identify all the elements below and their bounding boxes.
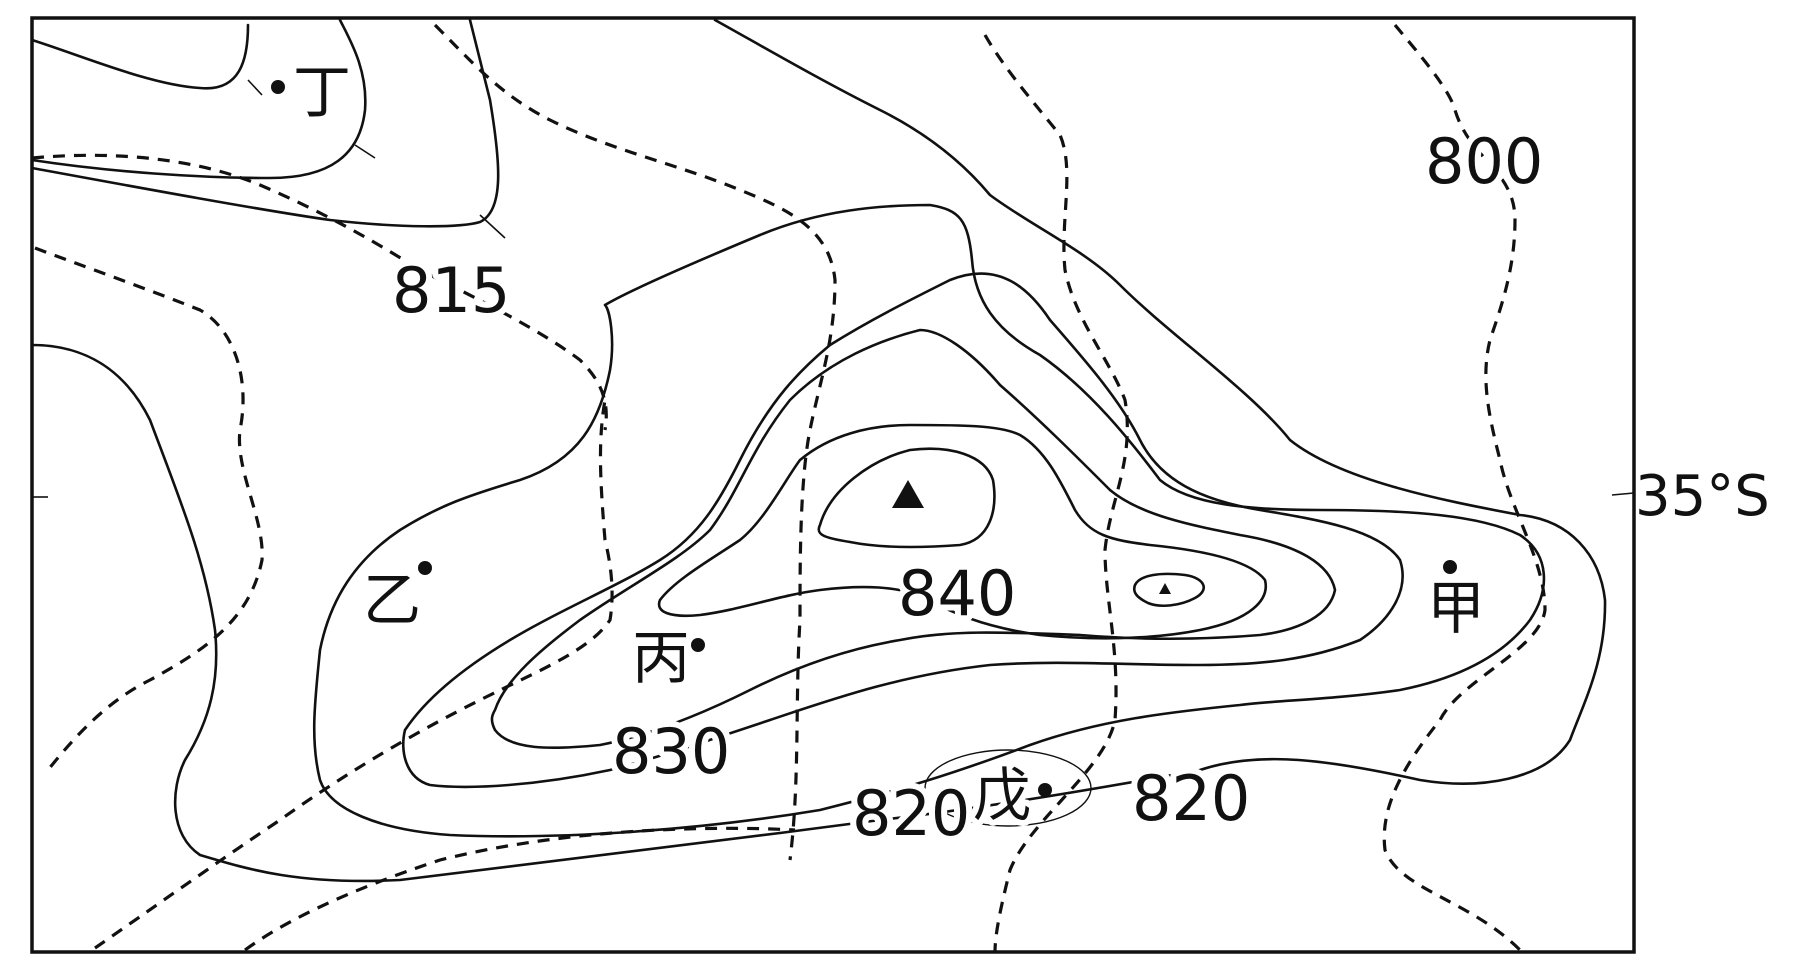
- contour-labels: 815 800 840 830 820 820: [386, 119, 1549, 856]
- lat-tick-right: [1611, 492, 1635, 496]
- contour-outer-ridge: [30, 18, 1607, 883]
- triangle-peak-icon: [892, 480, 924, 508]
- contour-815-band: [30, 18, 500, 228]
- place-labels: 丁 乙 丙 戊 甲: [287, 52, 1491, 835]
- label-820-left: 820: [852, 777, 970, 850]
- contour-830: [401, 272, 1404, 789]
- dot-ding: [271, 80, 285, 94]
- contour-topleft-outer: [30, 18, 367, 180]
- dot-wu: [1038, 783, 1052, 797]
- place-bing: 丙: [632, 624, 690, 692]
- contour-840: [657, 423, 1268, 640]
- contour-summit: [817, 447, 996, 549]
- contour-tick-2: [479, 214, 506, 239]
- label-800: 800: [1425, 125, 1543, 198]
- contour-secondary-summit: [1132, 572, 1205, 608]
- dashed-line-815: [31, 153, 608, 431]
- label-815: 815: [392, 254, 510, 327]
- label-840: 840: [898, 557, 1016, 630]
- place-yi: 乙: [363, 566, 421, 634]
- dot-yi: [418, 561, 432, 575]
- latitude-label: 35°S: [1635, 464, 1770, 529]
- contour-tick-1: [354, 144, 376, 159]
- label-830: 830: [612, 715, 730, 788]
- small-triangle-peak-icon: [1159, 583, 1171, 594]
- dashed-isolines: [31, 23, 1547, 953]
- map-frame: [30, 16, 1636, 954]
- dot-bing: [691, 638, 705, 652]
- dashed-line-center: [983, 34, 1129, 953]
- dashed-line-upper: [433, 23, 837, 861]
- place-ding: 丁: [293, 58, 351, 126]
- contour-820-outer: [312, 203, 1546, 838]
- dashed-line-left: [34, 246, 264, 771]
- contour-tick-ding: [247, 79, 263, 96]
- dashed-line-800: [1382, 23, 1547, 952]
- place-dots: [271, 80, 1457, 797]
- label-820-right: 820: [1132, 762, 1250, 835]
- contour-wu-depression: [924, 749, 1092, 827]
- dot-jia: [1443, 560, 1457, 574]
- contour-835: [490, 328, 1337, 750]
- place-wu: 戊: [973, 761, 1031, 829]
- contour-lines: [30, 18, 1635, 883]
- dashed-line-bottom-left: [244, 826, 796, 952]
- place-jia: 甲: [1427, 574, 1485, 642]
- contour-topleft-inner: [30, 23, 250, 90]
